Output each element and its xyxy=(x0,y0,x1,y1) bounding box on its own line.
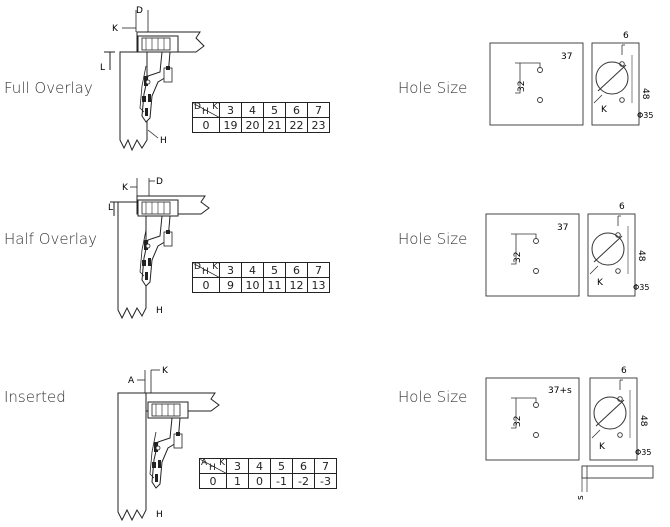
dim-label-h: H xyxy=(160,136,167,146)
dim-label-h: H xyxy=(156,510,163,520)
hole-size-label-2: Hole Size xyxy=(398,230,468,248)
hole-diagram-1: 37 32 6 48 K Φ35 xyxy=(489,31,653,126)
dim-label-d: D xyxy=(136,6,143,16)
hole-size-label-1: Hole Size xyxy=(398,79,468,97)
inserted-drawing: K A H xyxy=(117,366,220,522)
cup-depth-label: 48 xyxy=(638,415,648,427)
dim-label-h: H xyxy=(156,306,163,316)
inserted-label: Inserted xyxy=(4,388,66,406)
front-distance-label: 37 xyxy=(557,223,568,233)
cup-diameter-label: Φ35 xyxy=(637,111,653,120)
hole-diagram-3: 37+s 32 6 48 K Φ35 s xyxy=(485,366,654,500)
full-overlay-label: Full Overlay xyxy=(4,79,93,97)
pitch-label: 32 xyxy=(513,416,523,427)
cup-offset-label: 6 xyxy=(621,366,627,376)
dim-label-l: L xyxy=(100,63,105,73)
hole-size-label-3: Hole Size xyxy=(398,388,468,406)
cup-offset-label: 6 xyxy=(619,202,625,212)
pitch-label: 32 xyxy=(517,81,527,92)
k-label: K xyxy=(599,442,606,452)
cup-diameter-label: Φ35 xyxy=(635,448,651,457)
hole-diagram-2: 37 32 6 48 K Φ35 xyxy=(485,202,649,297)
half-overlay-label: Half Overlay xyxy=(4,230,98,248)
dim-label-k: K xyxy=(162,366,169,376)
pitch-label: 32 xyxy=(513,252,523,263)
k-label: K xyxy=(601,105,608,115)
dim-label-l: L xyxy=(108,203,113,213)
front-distance-label: 37 xyxy=(561,52,572,62)
dim-label-d: D xyxy=(156,177,163,187)
dim-label-a: A xyxy=(128,376,135,386)
full-overlay-drawing: D K L H xyxy=(100,6,205,152)
dim-label-k: K xyxy=(112,24,119,34)
spacer-label: s xyxy=(576,495,586,500)
spacer-plate xyxy=(581,465,654,479)
dim-label-k: K xyxy=(122,183,129,193)
front-distance-label: 37+s xyxy=(548,386,572,396)
cup-depth-label: 48 xyxy=(640,88,650,100)
cup-depth-label: 48 xyxy=(636,250,646,262)
cup-offset-label: 6 xyxy=(623,31,629,41)
half-overlay-drawing: D K L H xyxy=(108,177,210,320)
cup-diameter-label: Φ35 xyxy=(633,283,649,292)
k-label: K xyxy=(597,278,604,288)
